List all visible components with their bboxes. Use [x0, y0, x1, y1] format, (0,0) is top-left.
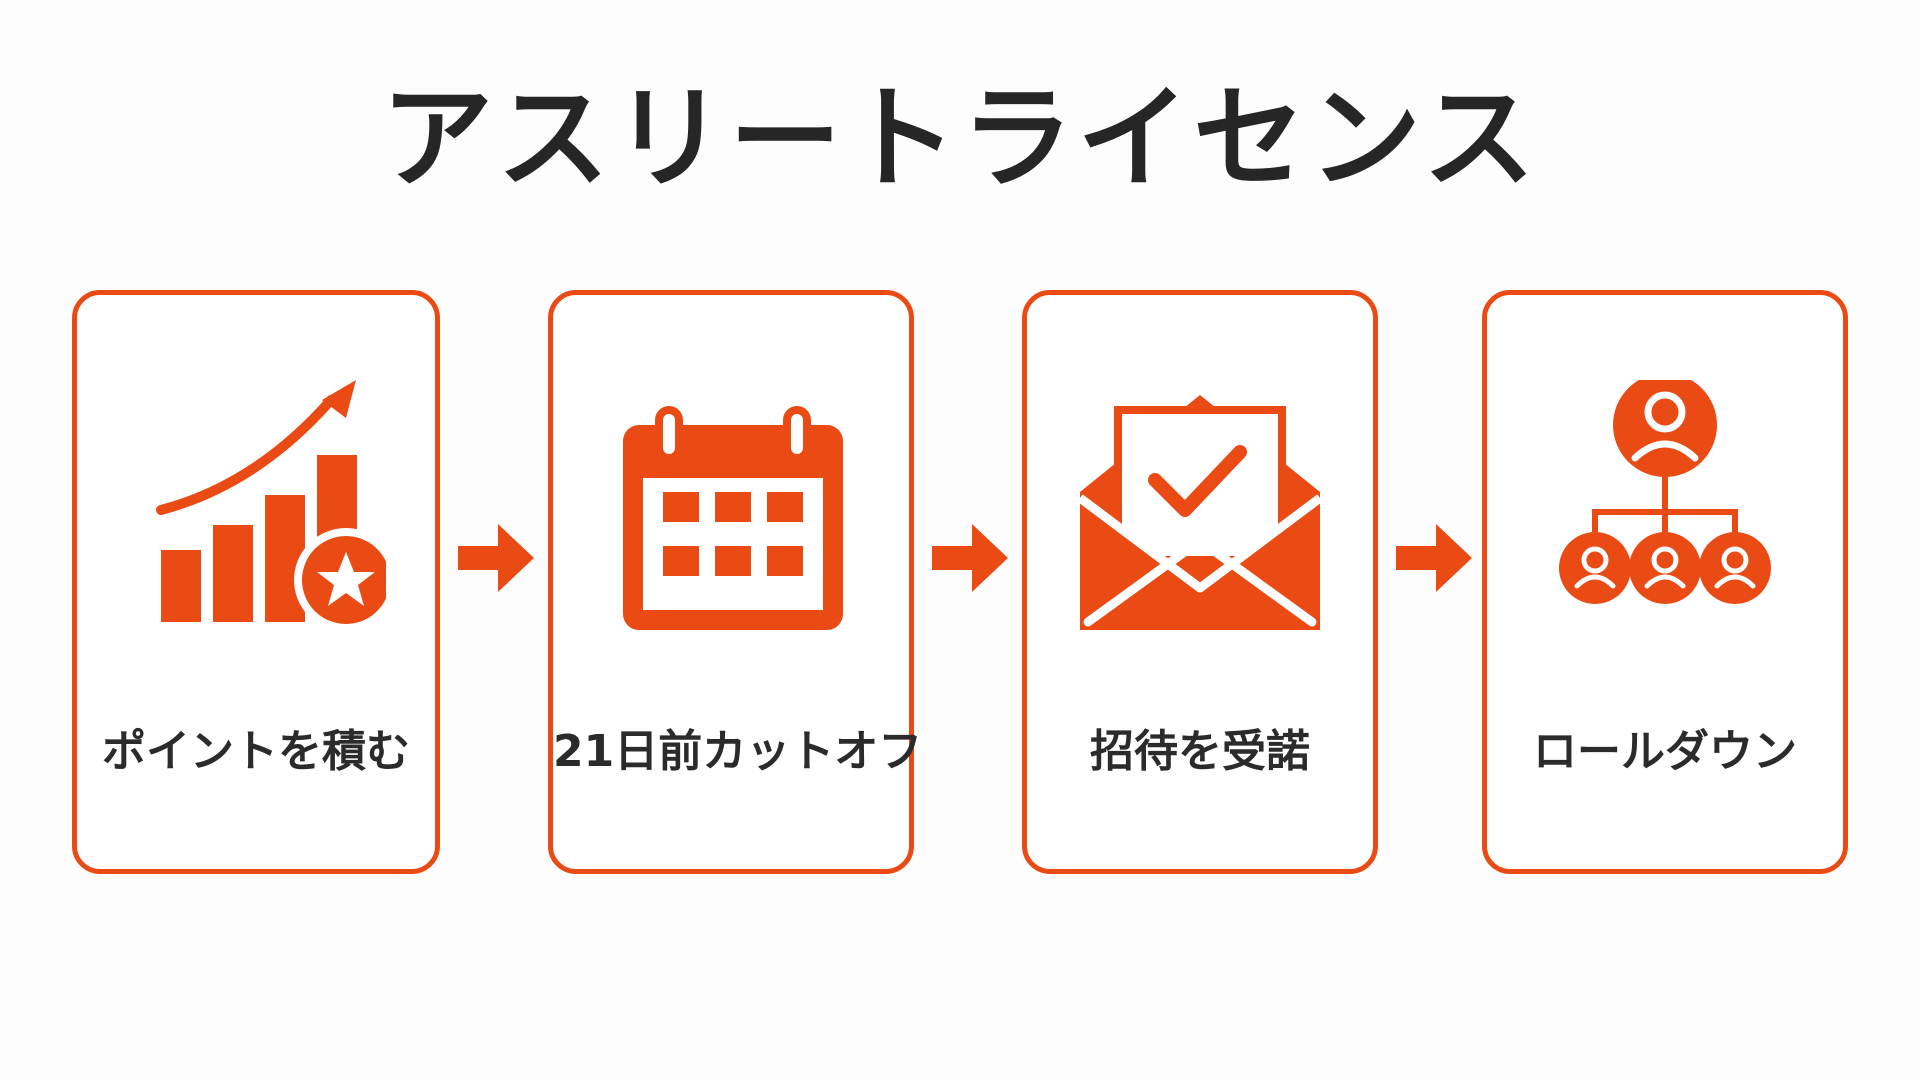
step-label: ポイントを積む — [102, 726, 410, 777]
calendar-icon — [601, 380, 861, 640]
step-label: 21日前カットオフ — [553, 726, 923, 777]
growth-chart-star-icon — [126, 380, 386, 640]
step-card-cutoff: 21日前カットオフ — [548, 290, 923, 874]
arrow-right-icon — [458, 518, 534, 598]
arrow-right-icon — [1396, 518, 1472, 598]
page-title: アスリートライセンス — [381, 74, 1539, 204]
step-label: 招待を受諾 — [1090, 726, 1310, 777]
org-hierarchy-icon — [1535, 380, 1795, 640]
step-label: ロールダウン — [1533, 726, 1797, 777]
arrow-right-icon — [932, 518, 1008, 598]
step-card-accumulate-points: ポイントを積む — [72, 290, 440, 874]
envelope-check-icon — [1070, 380, 1330, 640]
step-card-roll-down: ロールダウン — [1482, 290, 1848, 874]
step-card-accept-invite: 招待を受諾 — [1022, 290, 1378, 874]
